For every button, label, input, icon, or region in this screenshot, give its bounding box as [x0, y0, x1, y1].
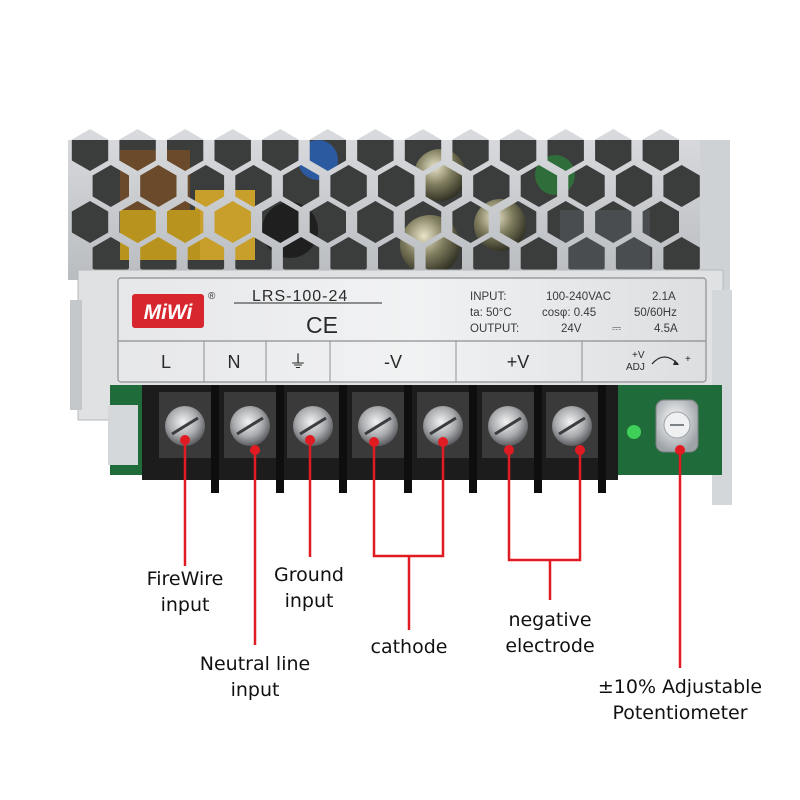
ground-icon: ⏚ [289, 352, 307, 372]
callout-neutral-line2: input [230, 679, 280, 701]
callout-neutral-input: Neutral line input [185, 651, 325, 703]
adj-label-top: +V [632, 350, 645, 361]
callout-ground-input: Ground input [259, 562, 359, 614]
callout-negative-line1: negative [508, 609, 592, 631]
honeycomb-mesh [68, 129, 700, 280]
spec-freq: 50/60Hz [634, 307, 677, 319]
callout-cathode: cathode [354, 634, 464, 660]
callout-negative-electrode: negative electrode [490, 607, 610, 659]
callout-firewire-line1: FireWire [146, 568, 224, 590]
terminal-label-neutral: N [228, 352, 241, 372]
spec-cos: cosφ: 0.45 [542, 307, 596, 319]
power-led [627, 425, 641, 439]
spec-input-value: 100-240VAC [546, 291, 611, 303]
callout-firewire-input: FireWire input [135, 566, 235, 618]
spec-ta: ta: 50°C [470, 307, 512, 319]
brand-logo [132, 294, 204, 328]
terminal-label-live: L [161, 352, 171, 372]
spec-output-current: 4.5A [654, 323, 678, 335]
brand-name: MiWi [144, 301, 194, 324]
potentiometer [655, 399, 699, 453]
terminal-block [142, 385, 618, 493]
case-top [68, 129, 730, 300]
pointer-positive-pair [507, 450, 582, 562]
spec-output-voltage: 24V [561, 323, 582, 335]
terminal-label-negative: -V [384, 352, 402, 372]
dc-symbol: ⎓ [612, 323, 622, 335]
ce-mark: CE [306, 312, 338, 338]
callout-ground-line1: Ground [274, 564, 344, 586]
callout-cathode-text: cathode [370, 636, 448, 658]
callout-neutral-line1: Neutral line [199, 653, 311, 675]
spec-output-label: OUTPUT: [470, 323, 519, 335]
terminal-label-positive: +V [507, 352, 530, 372]
callout-potentiometer: ±10% Adjustable Potentiometer [585, 674, 775, 726]
callout-ground-line2: input [284, 590, 334, 612]
spec-input-label: INPUT: [470, 291, 506, 303]
pointer-lines [183, 440, 682, 668]
adj-plus: + [685, 354, 691, 365]
model-number: LRS-100-24 [252, 288, 348, 305]
callout-negative-line2: electrode [505, 635, 595, 657]
label-plate: MiWi ® LRS-100-24 CE INPUT: 100-240VAC 2… [117, 277, 707, 383]
callout-potentiometer-line1: ±10% Adjustable [597, 676, 763, 698]
callout-potentiometer-line2: Potentiometer [612, 702, 748, 724]
adj-label-bottom: ADJ [626, 362, 645, 373]
spec-table: INPUT: 100-240VAC 2.1A ta: 50°C cosφ: 0.… [470, 291, 678, 335]
spec-input-current: 2.1A [652, 291, 676, 303]
registered-mark: ® [208, 291, 216, 302]
callout-firewire-line2: input [160, 594, 210, 616]
